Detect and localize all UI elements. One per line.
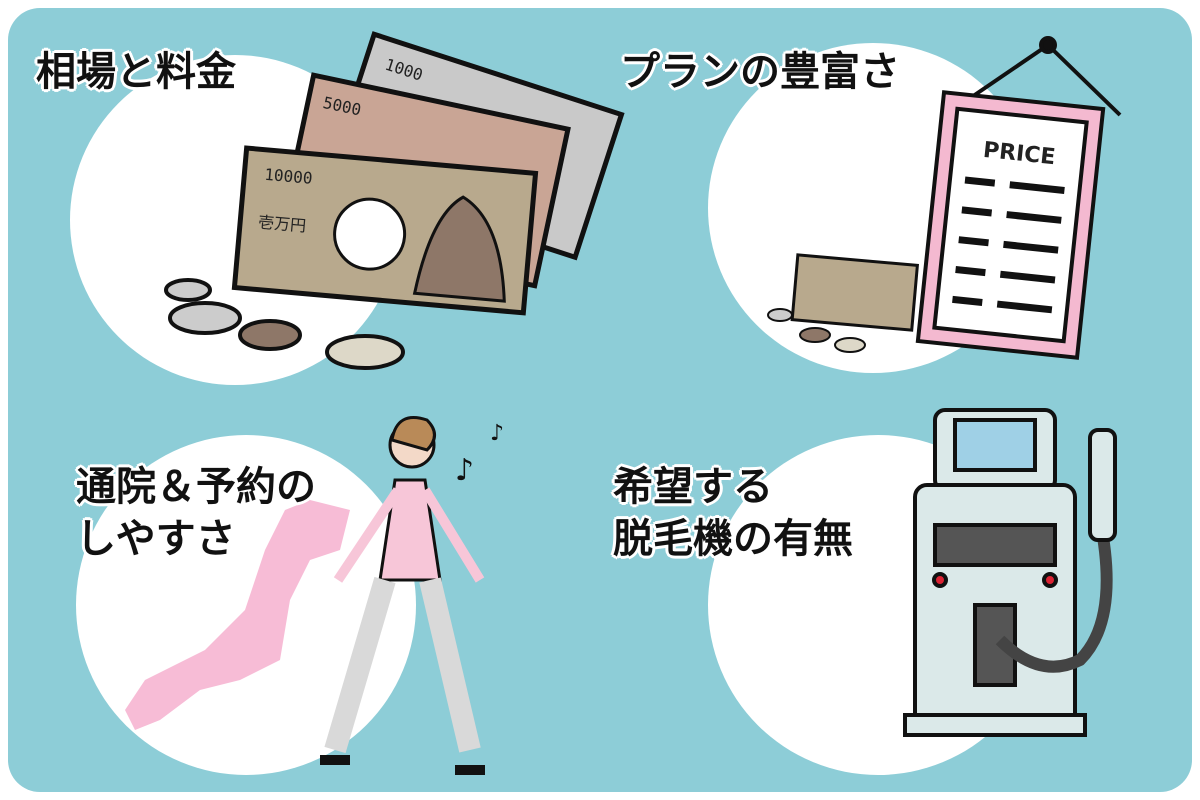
music-note-icon: ♪ bbox=[455, 453, 474, 488]
japan-map-icon bbox=[125, 500, 350, 730]
infographic-panel: 1000 5000 10000 壱万円 PRICE bbox=[8, 8, 1192, 792]
banknote-10000-label: 10000 bbox=[264, 165, 314, 188]
music-note-small-icon: ♪ bbox=[490, 421, 504, 446]
section-title-machine: 希望する 脱毛機の有無 bbox=[613, 464, 853, 562]
coins-icon bbox=[164, 278, 405, 370]
illustrations: 1000 5000 10000 壱万円 PRICE bbox=[125, 31, 1122, 775]
section-title-cost: 相場と料金 bbox=[36, 49, 236, 95]
walking-woman-illustration: ♪ ♪ bbox=[320, 416, 504, 775]
price-board-illustration: PRICE bbox=[767, 36, 1122, 360]
hair-removal-machine-illustration bbox=[903, 408, 1117, 737]
section-title-plans: プランの豊富さ bbox=[620, 49, 900, 95]
banknote-kanji-label: 壱万円 bbox=[257, 212, 306, 235]
banknotes-illustration: 1000 5000 10000 壱万円 bbox=[231, 31, 625, 316]
section-title-access: 通院＆予約の しやすさ bbox=[76, 464, 316, 562]
